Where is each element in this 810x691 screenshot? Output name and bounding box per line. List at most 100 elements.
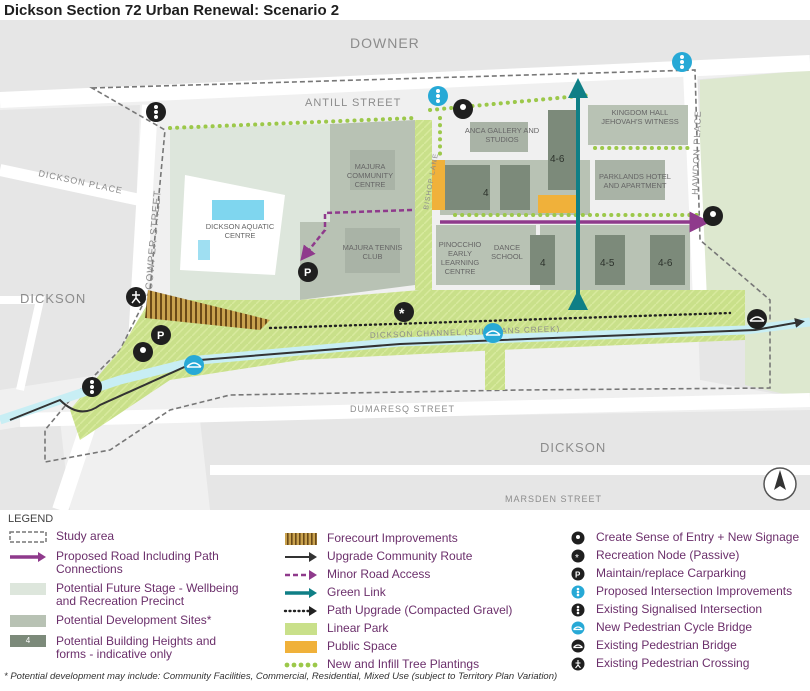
public-space-west (432, 160, 445, 210)
location-pin-icon (453, 99, 473, 119)
legend-label: New and Infill Tree Plantings (327, 657, 480, 671)
bridge-black-icon (747, 309, 767, 329)
label-majura-cc: MAJURA COMMUNITY CENTRE (346, 162, 394, 189)
legend-item-forecourt: Forecourt Improvements (283, 532, 458, 546)
linear-park-swatch-icon (285, 623, 317, 635)
bridge-black-icon (571, 639, 585, 653)
height-label: 4 (483, 188, 489, 199)
location-pin-icon (571, 531, 585, 545)
legend-item-minor-road: Minor Road Access (283, 568, 430, 582)
legend-label: Minor Road Access (327, 567, 431, 581)
traffic-light-blue-icon (571, 585, 585, 599)
label-dance: DANCE SCHOOL (491, 243, 523, 261)
parking-icon: P (298, 262, 318, 282)
location-pin-icon (703, 206, 723, 226)
minor-road-dashed-arrow-icon (285, 570, 317, 580)
svg-text:*: * (399, 305, 405, 321)
legend-item-carparking: P Maintain/replace Carparking (570, 567, 746, 581)
svg-text:P: P (157, 330, 164, 342)
park-link-south (485, 340, 505, 390)
legend-label: Public Space (327, 639, 398, 653)
label-dumaresq: DUMARESQ STREET (350, 404, 455, 414)
legend: LEGEND Study area Proposed Road Includin… (0, 510, 810, 691)
legend-item-study-area: Study area (8, 530, 114, 544)
legend-label: Path Upgrade (Compacted Gravel) (327, 603, 513, 617)
aquatic-pool (212, 200, 264, 220)
traffic-light-black-icon (571, 603, 585, 617)
study-area-dashed-icon (9, 531, 47, 543)
height-label: 4-6 (550, 154, 565, 165)
legend-item-proposed-road: Proposed Road Including Path Connections (8, 550, 246, 576)
legend-item-proposed-intersection: Proposed Intersection Improvements (570, 585, 792, 599)
label-kingdom-hall: KINGDOM HALL JEHOVAH'S WITNESS (601, 108, 679, 126)
label-dickson-south: DICKSON (540, 440, 606, 455)
legend-item-existing-bridge: Existing Pedestrian Bridge (570, 639, 737, 653)
legend-item-new-bridge: New Pedestrian Cycle Bridge (570, 621, 752, 635)
height-labels: 4-6 4 4 4-5 4-6 (483, 154, 673, 269)
label-tennis: MAJURA TENNIS CLUB (342, 243, 403, 261)
legend-label: Existing Pedestrian Bridge (596, 638, 737, 652)
label-aquatic: DICKSON AQUATIC CENTRE (205, 222, 275, 240)
legend-label: Upgrade Community Route (327, 549, 473, 563)
label-anca: ANCA GALLERY AND STUDIOS (464, 126, 540, 144)
forecourt-hatch-icon (285, 533, 317, 545)
public-space-swatch-icon (285, 641, 317, 653)
legend-item-linear-park: Linear Park (283, 622, 388, 636)
traffic-light-blue-icon (672, 52, 692, 72)
legend-label: Existing Pedestrian Crossing (596, 656, 750, 670)
bridge-blue-icon (571, 621, 585, 635)
path-upgrade-dotted-icon (283, 606, 317, 616)
park-link-north (415, 120, 432, 290)
proposed-road-arrow-icon (10, 552, 46, 562)
footnote: * Potential development may include: Com… (4, 671, 558, 682)
path-upgrade-line (268, 311, 732, 330)
street-network (0, 55, 810, 510)
legend-label: Forecourt Improvements (327, 531, 458, 545)
legend-item-trees: New and Infill Tree Plantings (283, 658, 479, 672)
site-map: DOWNER ANTILL STREET DICKSON PLACE COWPE… (0, 20, 810, 510)
green-link-arrow-icon (285, 588, 317, 598)
legend-item-existing-intersection: Existing Signalised Intersection (570, 603, 762, 617)
bridge-blue-icon (184, 355, 204, 375)
label-dickson-west: DICKSON (20, 291, 86, 306)
east-green-area (700, 70, 810, 400)
height-label: 4-6 (658, 258, 673, 269)
label-antill: ANTILL STREET (305, 97, 401, 109)
aquatic-pool-small (198, 240, 210, 260)
legend-item-path-upgrade: Path Upgrade (Compacted Gravel) (283, 604, 512, 618)
label-downer: DOWNER (350, 35, 420, 51)
legend-label: Green Link (327, 585, 386, 599)
legend-label: Potential Development Sites* (56, 613, 212, 627)
legend-item-green-link: Green Link (283, 586, 386, 600)
pedestrian-icon (126, 287, 146, 307)
label-hawdon: HAWDON PLACE (690, 110, 703, 195)
legend-label: Proposed Road Including Path Connections (56, 549, 219, 576)
height-label: 4 (540, 258, 546, 269)
parking-icon: P (151, 325, 171, 345)
legend-item-pedestrian-crossing: Existing Pedestrian Crossing (570, 657, 749, 671)
legend-label: Recreation Node (Passive) (596, 548, 740, 562)
existing-buildings (345, 122, 665, 273)
study-area-boundary (44, 69, 771, 463)
site-labels: ANCA GALLERY AND STUDIOS KINGDOM HALL JE… (205, 108, 679, 276)
legend-title: LEGEND (8, 513, 54, 525)
legend-item-entry-signage: Create Sense of Entry + New Signage (570, 531, 799, 545)
tree-dots-icon (284, 662, 318, 668)
legend-item-recreation-node: * Recreation Node (Passive) (570, 549, 739, 563)
asterisk-icon: * (394, 302, 414, 322)
label-pinocchio: PINOCCHIO EARLY LEARNING CENTRE (438, 240, 482, 276)
legend-label: Study area (56, 529, 115, 543)
asterisk-icon: * (571, 549, 585, 563)
future-stage-swatch-icon (10, 583, 46, 595)
pedestrian-icon (571, 657, 585, 671)
map-icons: P P * (82, 52, 767, 397)
minor-road-line (300, 208, 413, 261)
legend-item-building-heights: 4 Potential Building Heights and forms -… (8, 635, 246, 661)
svg-text:P: P (575, 571, 581, 580)
traffic-light-blue-icon (428, 86, 448, 106)
legend-label: Maintain/replace Carparking (596, 566, 747, 580)
community-route-arrow-icon (285, 552, 317, 562)
label-parklands: PARKLANDS HOTEL AND APARTMENT (599, 172, 671, 190)
parking-icon: P (571, 567, 585, 581)
label-marsden: MARSDEN STREET (505, 494, 602, 504)
